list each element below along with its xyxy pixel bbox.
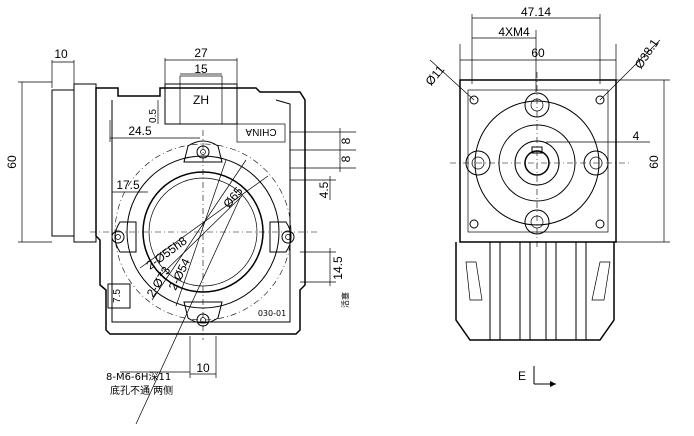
thread-note-line1: 8-M6-6H深11 (106, 371, 171, 383)
dim-4-5: 4.5 (317, 181, 331, 198)
bolt-hole-right (281, 230, 295, 244)
m4-hole-tr (595, 95, 605, 105)
dim-47-14: 47.14 (521, 5, 551, 19)
front-view: 10 60 ZH 27 15 0.5 24.5 CHINA (5, 46, 356, 425)
dim-7-5: 7.5 (112, 289, 123, 303)
m4-hole-bl (469, 219, 479, 229)
dim-0-5: 0.5 (148, 109, 159, 123)
square-flange (459, 79, 617, 243)
dia-65: Ø65 (220, 184, 246, 211)
m4-hole-tl (469, 95, 479, 105)
dim-8-a: 8 (339, 137, 353, 144)
dim-4xm4: 4XM4 (498, 25, 530, 39)
housing-outline (95, 87, 306, 335)
china-stamp (236, 123, 286, 143)
dim-15: 15 (194, 62, 208, 76)
motor-flange-step (73, 83, 97, 243)
dim-60-top: 60 (531, 46, 545, 60)
dim-27: 27 (194, 46, 208, 60)
dim-60-left: 60 (5, 155, 19, 169)
dia-11: Ø11 (423, 62, 448, 88)
section-e-label: E (518, 369, 526, 383)
motor-flange (51, 89, 75, 237)
dim-14-5: 14.5 (331, 256, 345, 280)
china-label: CHINA (245, 126, 276, 137)
vent-label: 活塞 (340, 292, 350, 308)
thread-note-line2: 底孔不通 两侧 (110, 384, 173, 397)
dim-10-top: 10 (54, 47, 68, 61)
m4-hole-br (595, 219, 605, 229)
zh-label: ZH (193, 93, 209, 107)
dim-4: 4 (633, 129, 640, 143)
side-view: 47.14 4XM4 60 Ø38.1 Ø11 (423, 5, 670, 387)
part-number: 030-01 (258, 309, 286, 318)
dim-24-5: 24.5 (128, 124, 152, 138)
dia-38-1: Ø38.1 (632, 36, 662, 71)
dim-8-b: 8 (339, 155, 353, 162)
bolt-hole-left (111, 230, 125, 244)
housing-inner (111, 99, 291, 323)
dim-10-bottom: 10 (196, 361, 210, 375)
dim-60-right: 60 (647, 155, 661, 169)
dim-17-5: 17.5 (116, 178, 140, 192)
gearbox-body (455, 242, 615, 341)
